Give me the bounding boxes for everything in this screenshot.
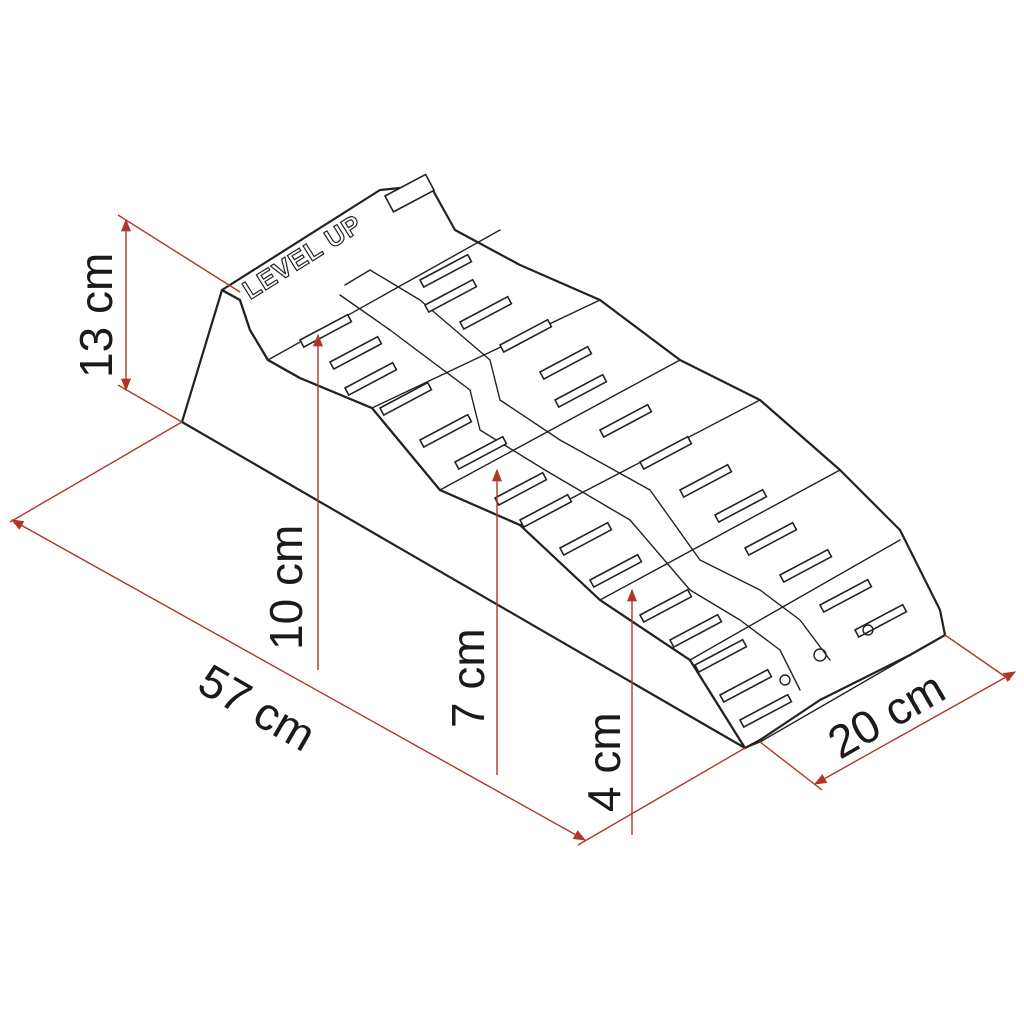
brand-badge: [383, 173, 436, 213]
extension-line: [944, 634, 1011, 681]
ramp-center-divider: [344, 269, 831, 661]
tread-slots-right: [418, 253, 908, 639]
ramp-step-ridge: [689, 539, 901, 661]
ramp-step-ridge: [371, 299, 601, 409]
extension-line: [577, 747, 746, 846]
label-step-high: 10 cm: [260, 525, 312, 650]
dimension-lines: [9, 214, 1017, 846]
bolt-hole: [813, 648, 827, 662]
label-length: 57 cm: [190, 654, 324, 762]
extension-line: [759, 741, 823, 791]
ramp-step-ridge: [599, 469, 841, 601]
dim-line-width: [813, 671, 1017, 785]
ramp-step-ridge: [439, 359, 681, 491]
label-overall-height: 13 cm: [70, 253, 122, 378]
label-step-mid: 7 cm: [442, 628, 494, 728]
dim-line-length: [10, 519, 587, 841]
ramp-center-divider-2: [339, 294, 801, 691]
bolt-hole: [779, 674, 791, 686]
ramp: LEVEL UP: [180, 173, 947, 750]
extension-line: [117, 384, 183, 423]
label-step-low: 4 cm: [578, 712, 630, 812]
extension-line: [9, 421, 183, 523]
tread-slots-left: [298, 313, 793, 729]
bolt-hole: [862, 624, 874, 636]
extension-line: [117, 214, 241, 293]
